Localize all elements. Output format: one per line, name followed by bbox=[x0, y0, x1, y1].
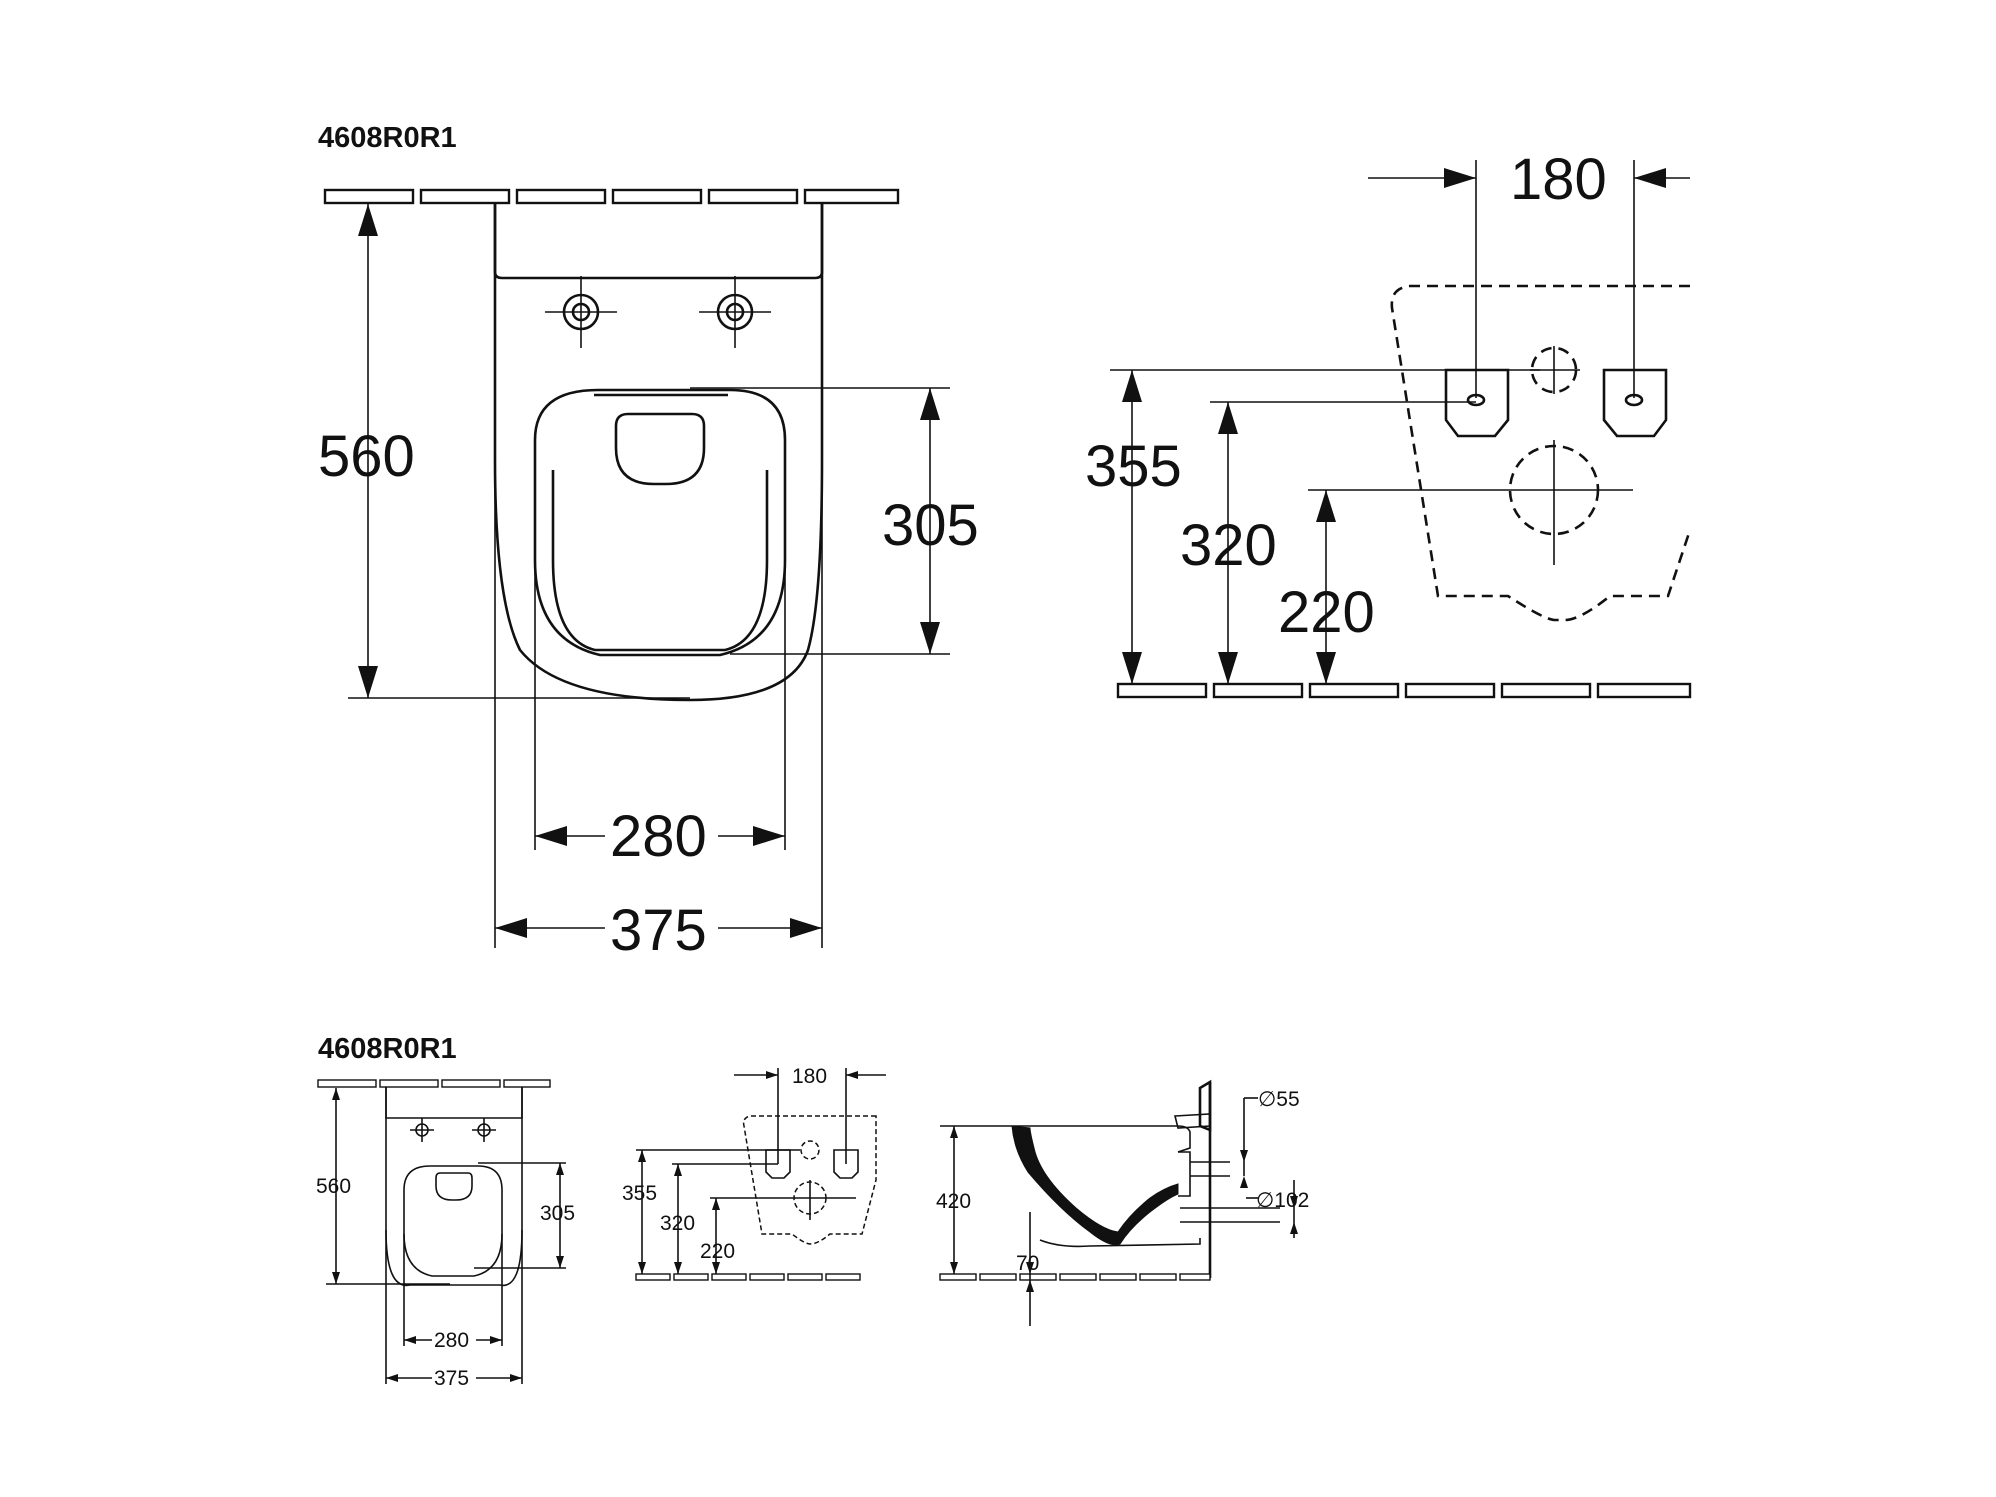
small-dim-outlet-height-label: 220 bbox=[700, 1240, 735, 1263]
dim-total-width: 375 bbox=[494, 460, 823, 963]
wall-tiles-small bbox=[317, 1079, 551, 1088]
small-dim-depth-label: 560 bbox=[316, 1175, 351, 1198]
small-dim-seat-depth-label: 305 bbox=[540, 1202, 575, 1225]
top-view-large: 4608R0R1 bbox=[318, 122, 979, 963]
floor-tiles bbox=[1116, 682, 1692, 699]
back-plate bbox=[493, 202, 824, 280]
dim-outlet-height-label: 220 bbox=[1278, 580, 1375, 645]
dim-seat-depth: 305 bbox=[690, 387, 979, 655]
dim-bolt-spacing: 180 bbox=[1368, 147, 1690, 398]
top-view-small: 4608R0R1 560 305 bbox=[316, 1033, 575, 1390]
lid-grip bbox=[614, 412, 706, 486]
small-dim-bolt-height-2-label: 320 bbox=[660, 1212, 695, 1235]
floor-tiles-small-rear bbox=[635, 1273, 861, 1281]
small-dim-total-width-label: 375 bbox=[434, 1367, 469, 1390]
bowl-outline bbox=[493, 202, 824, 702]
dim-bolt-height: 355 bbox=[1085, 369, 1540, 684]
dim-bolt-spacing-label: 180 bbox=[1510, 147, 1607, 212]
dim-bolt-height-2-label: 320 bbox=[1180, 513, 1277, 578]
dim-bolt-height-label: 355 bbox=[1085, 434, 1182, 499]
small-dim-outlet-offset-label: 70 bbox=[1016, 1252, 1039, 1275]
dim-bolt-height-2: 320 bbox=[1180, 401, 1476, 684]
small-dim-height-label: 420 bbox=[936, 1190, 971, 1213]
rear-bowl-outline bbox=[1390, 284, 1692, 622]
dim-seat-width-label: 280 bbox=[610, 804, 707, 869]
rear-outlet-hole bbox=[1505, 440, 1633, 565]
dim-depth: 560 bbox=[318, 204, 690, 699]
dim-seat-width: 280 bbox=[534, 560, 786, 869]
rear-view-small: 180 355 320 220 bbox=[622, 1065, 886, 1281]
small-dim-outlet-diameter-label: ∅102 bbox=[1256, 1189, 1309, 1212]
small-dim-seat-width-label: 280 bbox=[434, 1329, 469, 1352]
dim-seat-depth-label: 305 bbox=[882, 493, 979, 558]
rear-view-large: 180 355 320 220 bbox=[1085, 147, 1692, 699]
fixing-bolt-left bbox=[545, 276, 617, 348]
dim-depth-label: 560 bbox=[318, 424, 415, 489]
rear-bolt-plate-left bbox=[1444, 368, 1510, 438]
seat-outline bbox=[533, 388, 787, 657]
small-dim-bolt-height-label: 355 bbox=[622, 1182, 657, 1205]
model-code-title: 4608R0R1 bbox=[318, 122, 457, 154]
rear-bolt-plate-right bbox=[1602, 368, 1668, 438]
model-code-title-small: 4608R0R1 bbox=[318, 1033, 457, 1065]
fixing-bolt-right bbox=[699, 276, 771, 348]
side-view-small: 420 70 ∅55 ∅102 bbox=[936, 1079, 1309, 1326]
floor-tiles-small-side bbox=[939, 1273, 1211, 1281]
wall-tiles bbox=[323, 188, 900, 205]
small-dim-inlet-diameter-label: ∅55 bbox=[1258, 1088, 1300, 1111]
dim-outlet-height: 220 bbox=[1278, 489, 1505, 684]
seat-inner bbox=[551, 470, 769, 652]
small-dim-bolt-spacing-label: 180 bbox=[792, 1065, 827, 1088]
dim-total-width-label: 375 bbox=[610, 898, 707, 963]
